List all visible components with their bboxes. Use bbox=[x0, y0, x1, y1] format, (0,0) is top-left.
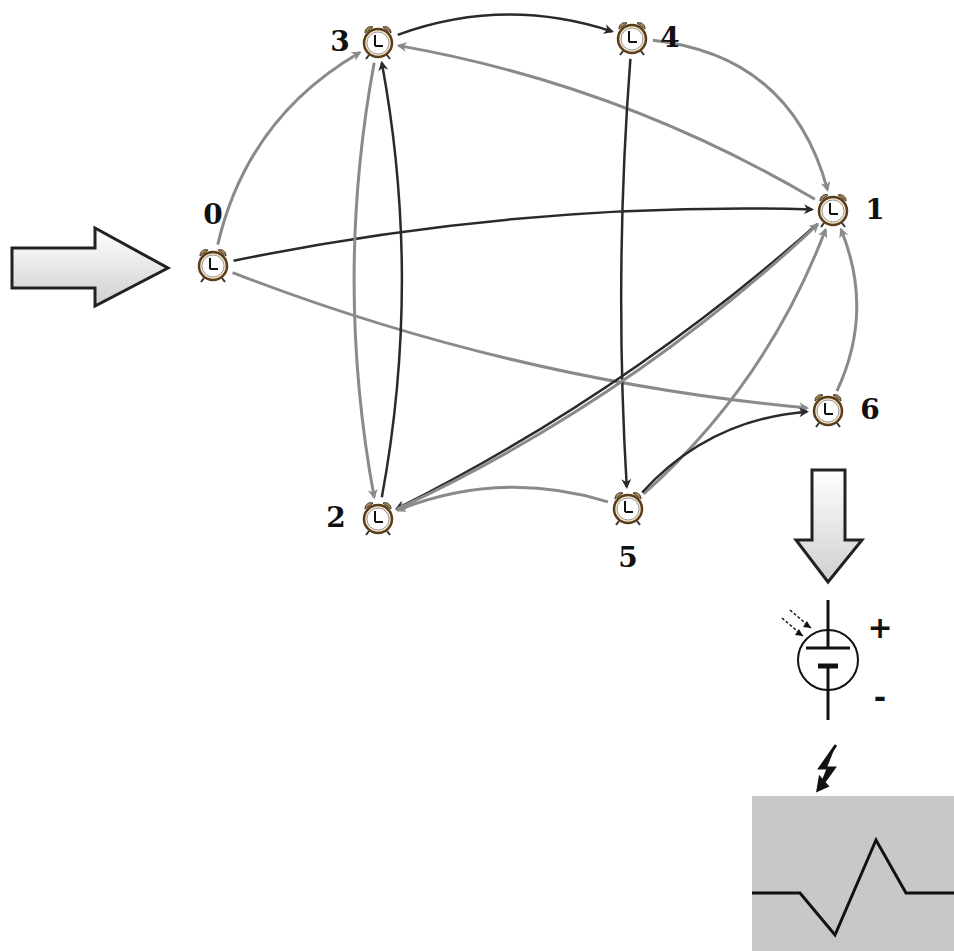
clock-node: 5 bbox=[610, 490, 646, 526]
output-arrow bbox=[796, 470, 862, 582]
clock-icon bbox=[610, 490, 646, 526]
transition-arrow bbox=[642, 412, 807, 493]
transition-arrow bbox=[233, 273, 808, 408]
transition-arrow bbox=[218, 53, 360, 245]
node-number: 3 bbox=[330, 28, 349, 56]
transition-arrow bbox=[234, 209, 812, 261]
node-number: 6 bbox=[860, 396, 879, 424]
clock-icon bbox=[360, 24, 396, 60]
clock-node: 6 bbox=[810, 392, 846, 428]
node-number: 1 bbox=[865, 196, 884, 224]
node-number: 2 bbox=[326, 504, 345, 532]
node-number: 4 bbox=[660, 24, 679, 52]
clock-node: 2 bbox=[360, 500, 396, 536]
transition-arrow bbox=[837, 229, 857, 391]
transition-arrow bbox=[398, 15, 612, 35]
transition-arrow bbox=[398, 487, 608, 510]
clock-node: 1 bbox=[815, 192, 851, 228]
clock-icon bbox=[810, 392, 846, 428]
input-arrow bbox=[12, 228, 168, 306]
signal-panel bbox=[752, 796, 954, 951]
polarity-sign: + bbox=[867, 613, 892, 643]
transition-arrow bbox=[621, 59, 630, 487]
polarity-sign: - bbox=[874, 683, 886, 713]
clock-icon bbox=[614, 20, 650, 56]
clock-node: 4 bbox=[614, 20, 650, 56]
transition-arrow bbox=[399, 46, 815, 200]
lightning-symbol bbox=[818, 745, 836, 790]
clock-node: 0 bbox=[195, 247, 231, 283]
node-number: 0 bbox=[203, 201, 222, 229]
clock-icon bbox=[195, 247, 231, 283]
clock-node: 3 bbox=[360, 24, 396, 60]
node-number: 5 bbox=[618, 544, 637, 572]
transition-arrow bbox=[382, 63, 402, 498]
photocell-symbol bbox=[782, 600, 858, 720]
signal-waveform bbox=[752, 840, 954, 935]
transition-arrow bbox=[354, 63, 374, 498]
transition-arrow bbox=[653, 40, 828, 189]
clock-icon bbox=[815, 192, 851, 228]
transition-arrow bbox=[644, 230, 826, 494]
clock-icon bbox=[360, 500, 396, 536]
